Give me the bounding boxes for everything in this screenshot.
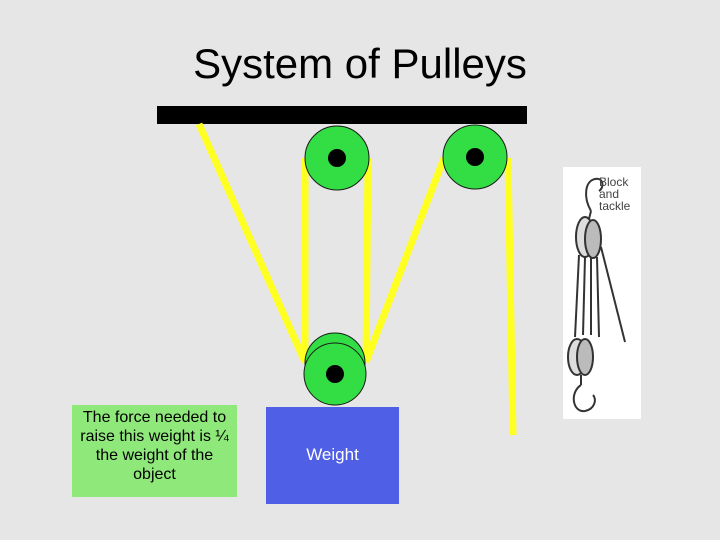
block-and-tackle-icon [567,177,626,413]
block-and-tackle-illustration: Block and tackle [563,167,641,419]
rope-to-pulley2 [362,156,448,364]
weight-label: Weight [306,445,359,464]
tackle-label-line1: Block [599,175,629,189]
rope-anchor-left [195,122,309,364]
tackle-label-line3: tackle [599,199,631,213]
rope-pulley1-right [362,157,372,363]
tackle-label-line2: and [599,187,620,201]
pulley-wheel-icon [304,125,370,191]
rope-free-end [504,157,517,436]
ceiling-beam [157,106,527,124]
slide-title: System of Pulleys [193,40,527,87]
force-note: The force needed to raise this weight is… [72,405,237,497]
weight-block: Weight [266,407,399,504]
pulley-wheel-icon [442,124,508,190]
tackle-label: Block and tackle [599,176,630,212]
pulley-wheel-icon [303,332,367,406]
